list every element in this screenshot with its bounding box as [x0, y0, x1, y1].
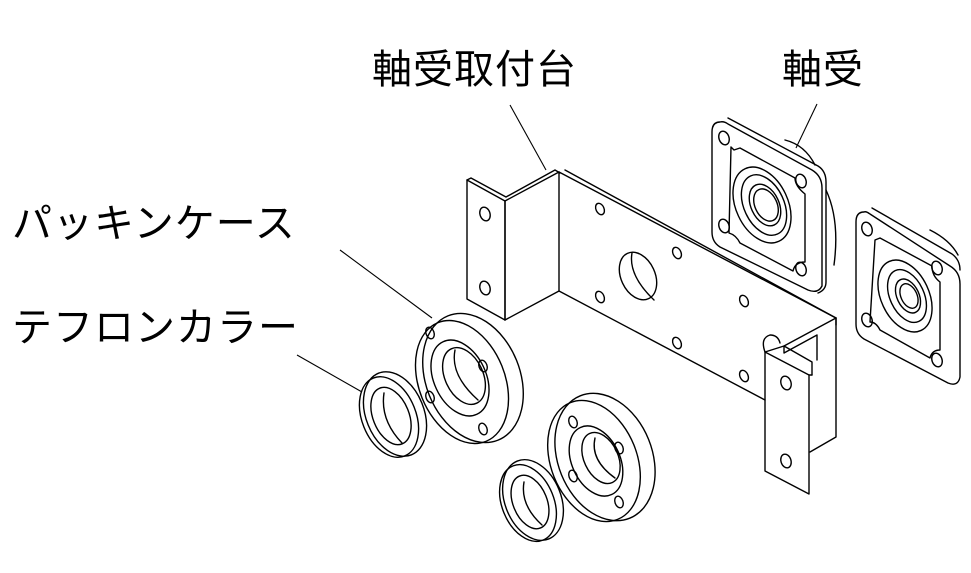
label-teflon-collar: テフロンカラー: [12, 305, 299, 351]
label-packing-case: パッキンケース: [12, 201, 296, 247]
leader-line-bracket: [509, 104, 547, 171]
leader-line-teflon-collar: [296, 354, 363, 393]
leader-line-bearing: [795, 103, 818, 149]
leader-line-packing-case: [339, 249, 433, 319]
bearing-bracket: [466, 169, 837, 495]
packing-case-1: [414, 312, 524, 445]
teflon-collar-2: [498, 458, 565, 543]
label-bearing-bracket: 軸受取付台: [372, 47, 577, 93]
packing-case-2: [546, 392, 656, 523]
bearing-unit-1: [711, 117, 837, 294]
teflon-collar-1: [358, 371, 428, 458]
bearing-unit-2: [855, 207, 961, 385]
label-bearing: 軸受: [782, 47, 864, 93]
